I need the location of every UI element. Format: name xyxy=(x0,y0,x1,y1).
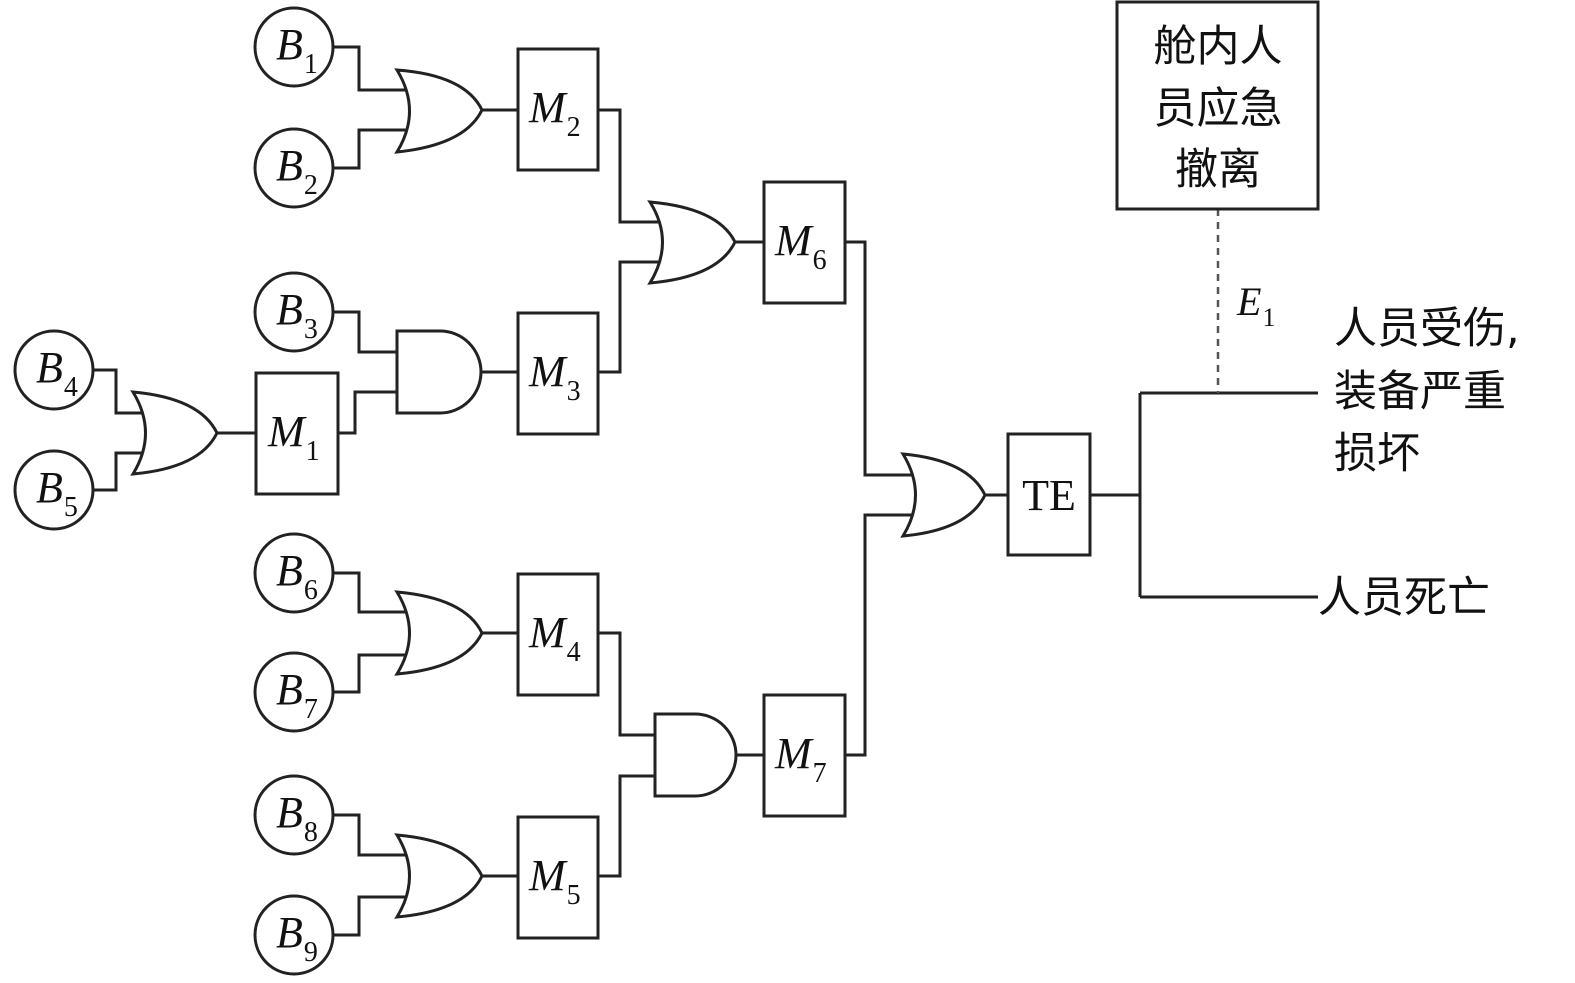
event-letter: M xyxy=(267,407,307,456)
top-event-label: TE xyxy=(1022,471,1076,520)
outcome-death: 人员死亡 xyxy=(1318,573,1490,623)
svg-text:B9: B9 xyxy=(276,908,318,968)
event-subscript: 3 xyxy=(304,314,318,345)
event-subscript: 9 xyxy=(304,937,318,968)
or-gate-6 xyxy=(647,200,737,285)
event-letter: M xyxy=(528,347,568,396)
intermediate-event-m1: M1 xyxy=(254,371,340,496)
barrier-line-2: 员应急 xyxy=(1154,84,1283,134)
intermediate-event-m6: M6 xyxy=(762,180,847,305)
outcome-injury-line-1: 人员受伤, xyxy=(1334,304,1520,354)
event-subscript: 6 xyxy=(813,245,827,276)
event-subscript: 7 xyxy=(304,694,318,725)
event-letter: B xyxy=(276,141,303,190)
outcome-injury: 人员受伤, 装备严重 损坏 xyxy=(1334,304,1520,479)
barrier-line-3: 撤离 xyxy=(1175,145,1261,195)
outcome-injury-line-2: 装备严重 xyxy=(1334,367,1506,417)
or-gate-1 xyxy=(394,68,484,154)
basic-event-b8: B8 xyxy=(253,774,335,856)
or-gate-4 xyxy=(394,590,484,676)
outcome-injury-line-3: 损坏 xyxy=(1334,429,1420,479)
svg-text:B3: B3 xyxy=(276,285,318,345)
svg-text:B2: B2 xyxy=(276,141,318,201)
event-subscript: 2 xyxy=(567,112,581,143)
event-letter: B xyxy=(276,285,303,334)
event-subscript: 3 xyxy=(567,376,581,407)
event-subscript: 5 xyxy=(567,880,581,911)
event-subscript: 6 xyxy=(304,575,318,606)
svg-text:M2: M2 xyxy=(528,83,581,143)
event-subscript: 1 xyxy=(1262,303,1275,332)
event-letter: B xyxy=(276,665,303,714)
event-letter: M xyxy=(774,729,814,778)
intermediate-event-m5: M5 xyxy=(516,815,600,940)
basic-event-b4: B4 xyxy=(13,329,95,411)
svg-text:B8: B8 xyxy=(276,788,318,848)
top-event-te: TE xyxy=(1006,432,1092,557)
svg-text:B7: B7 xyxy=(276,665,318,725)
event-subscript: 2 xyxy=(304,170,318,201)
svg-text:B4: B4 xyxy=(36,343,78,403)
event-subscript: 7 xyxy=(813,758,827,789)
svg-text:M3: M3 xyxy=(528,347,581,407)
event-subscript: 1 xyxy=(304,49,318,80)
svg-text:M4: M4 xyxy=(528,608,581,668)
event-letter: M xyxy=(528,608,568,657)
event-letter: M xyxy=(528,83,568,132)
connector-lines xyxy=(94,45,1318,937)
event-letter: M xyxy=(528,851,568,900)
intermediate-event-m2: M2 xyxy=(516,47,600,172)
event-subscript: 1 xyxy=(306,436,320,467)
event-letter: B xyxy=(276,20,303,69)
basic-event-b9: B9 xyxy=(253,894,335,976)
basic-event-b7: B7 xyxy=(253,651,335,733)
event-letter: B xyxy=(276,546,303,595)
event-letter: M xyxy=(774,216,814,265)
event-letter: B xyxy=(36,343,63,392)
intermediate-event-m4: M4 xyxy=(516,572,600,697)
or-gate-8 xyxy=(900,452,987,538)
or-gate-2 xyxy=(130,390,219,476)
svg-text:M5: M5 xyxy=(528,851,581,911)
intermediate-event-m7: M7 xyxy=(762,693,847,818)
basic-event-b6: B6 xyxy=(253,532,335,614)
basic-event-b2: B2 xyxy=(253,127,335,209)
svg-text:M6: M6 xyxy=(774,216,827,276)
svg-text:B1: B1 xyxy=(276,20,318,80)
and-gate-7 xyxy=(653,712,738,798)
svg-text:B6: B6 xyxy=(276,546,318,606)
event-letter: E xyxy=(1236,279,1261,324)
svg-text:B5: B5 xyxy=(36,463,78,523)
and-gate-3 xyxy=(395,329,483,415)
barrier-line-1: 舱内人 xyxy=(1154,22,1283,72)
barrier-box: 舱内人 员应急 撤离 xyxy=(1115,0,1320,211)
event-subscript: 5 xyxy=(64,492,78,523)
svg-text:M1: M1 xyxy=(267,407,320,467)
event-letter: B xyxy=(276,908,303,957)
outcome-death-label: 人员死亡 xyxy=(1318,573,1490,623)
intermediate-event-m3: M3 xyxy=(516,311,600,436)
event-subscript: 4 xyxy=(64,372,78,403)
event-subscript: 4 xyxy=(567,637,581,668)
event-letter: B xyxy=(36,463,63,512)
or-gate-5 xyxy=(394,833,484,919)
basic-event-b1: B1 xyxy=(253,6,335,88)
event-letter: B xyxy=(276,788,303,837)
svg-text:M7: M7 xyxy=(774,729,827,789)
basic-event-b3: B3 xyxy=(253,271,335,353)
basic-event-b5: B5 xyxy=(13,449,95,531)
logic-gates xyxy=(130,68,987,919)
barrier-event-e1: E1 xyxy=(1236,279,1275,332)
event-subscript: 8 xyxy=(304,817,318,848)
